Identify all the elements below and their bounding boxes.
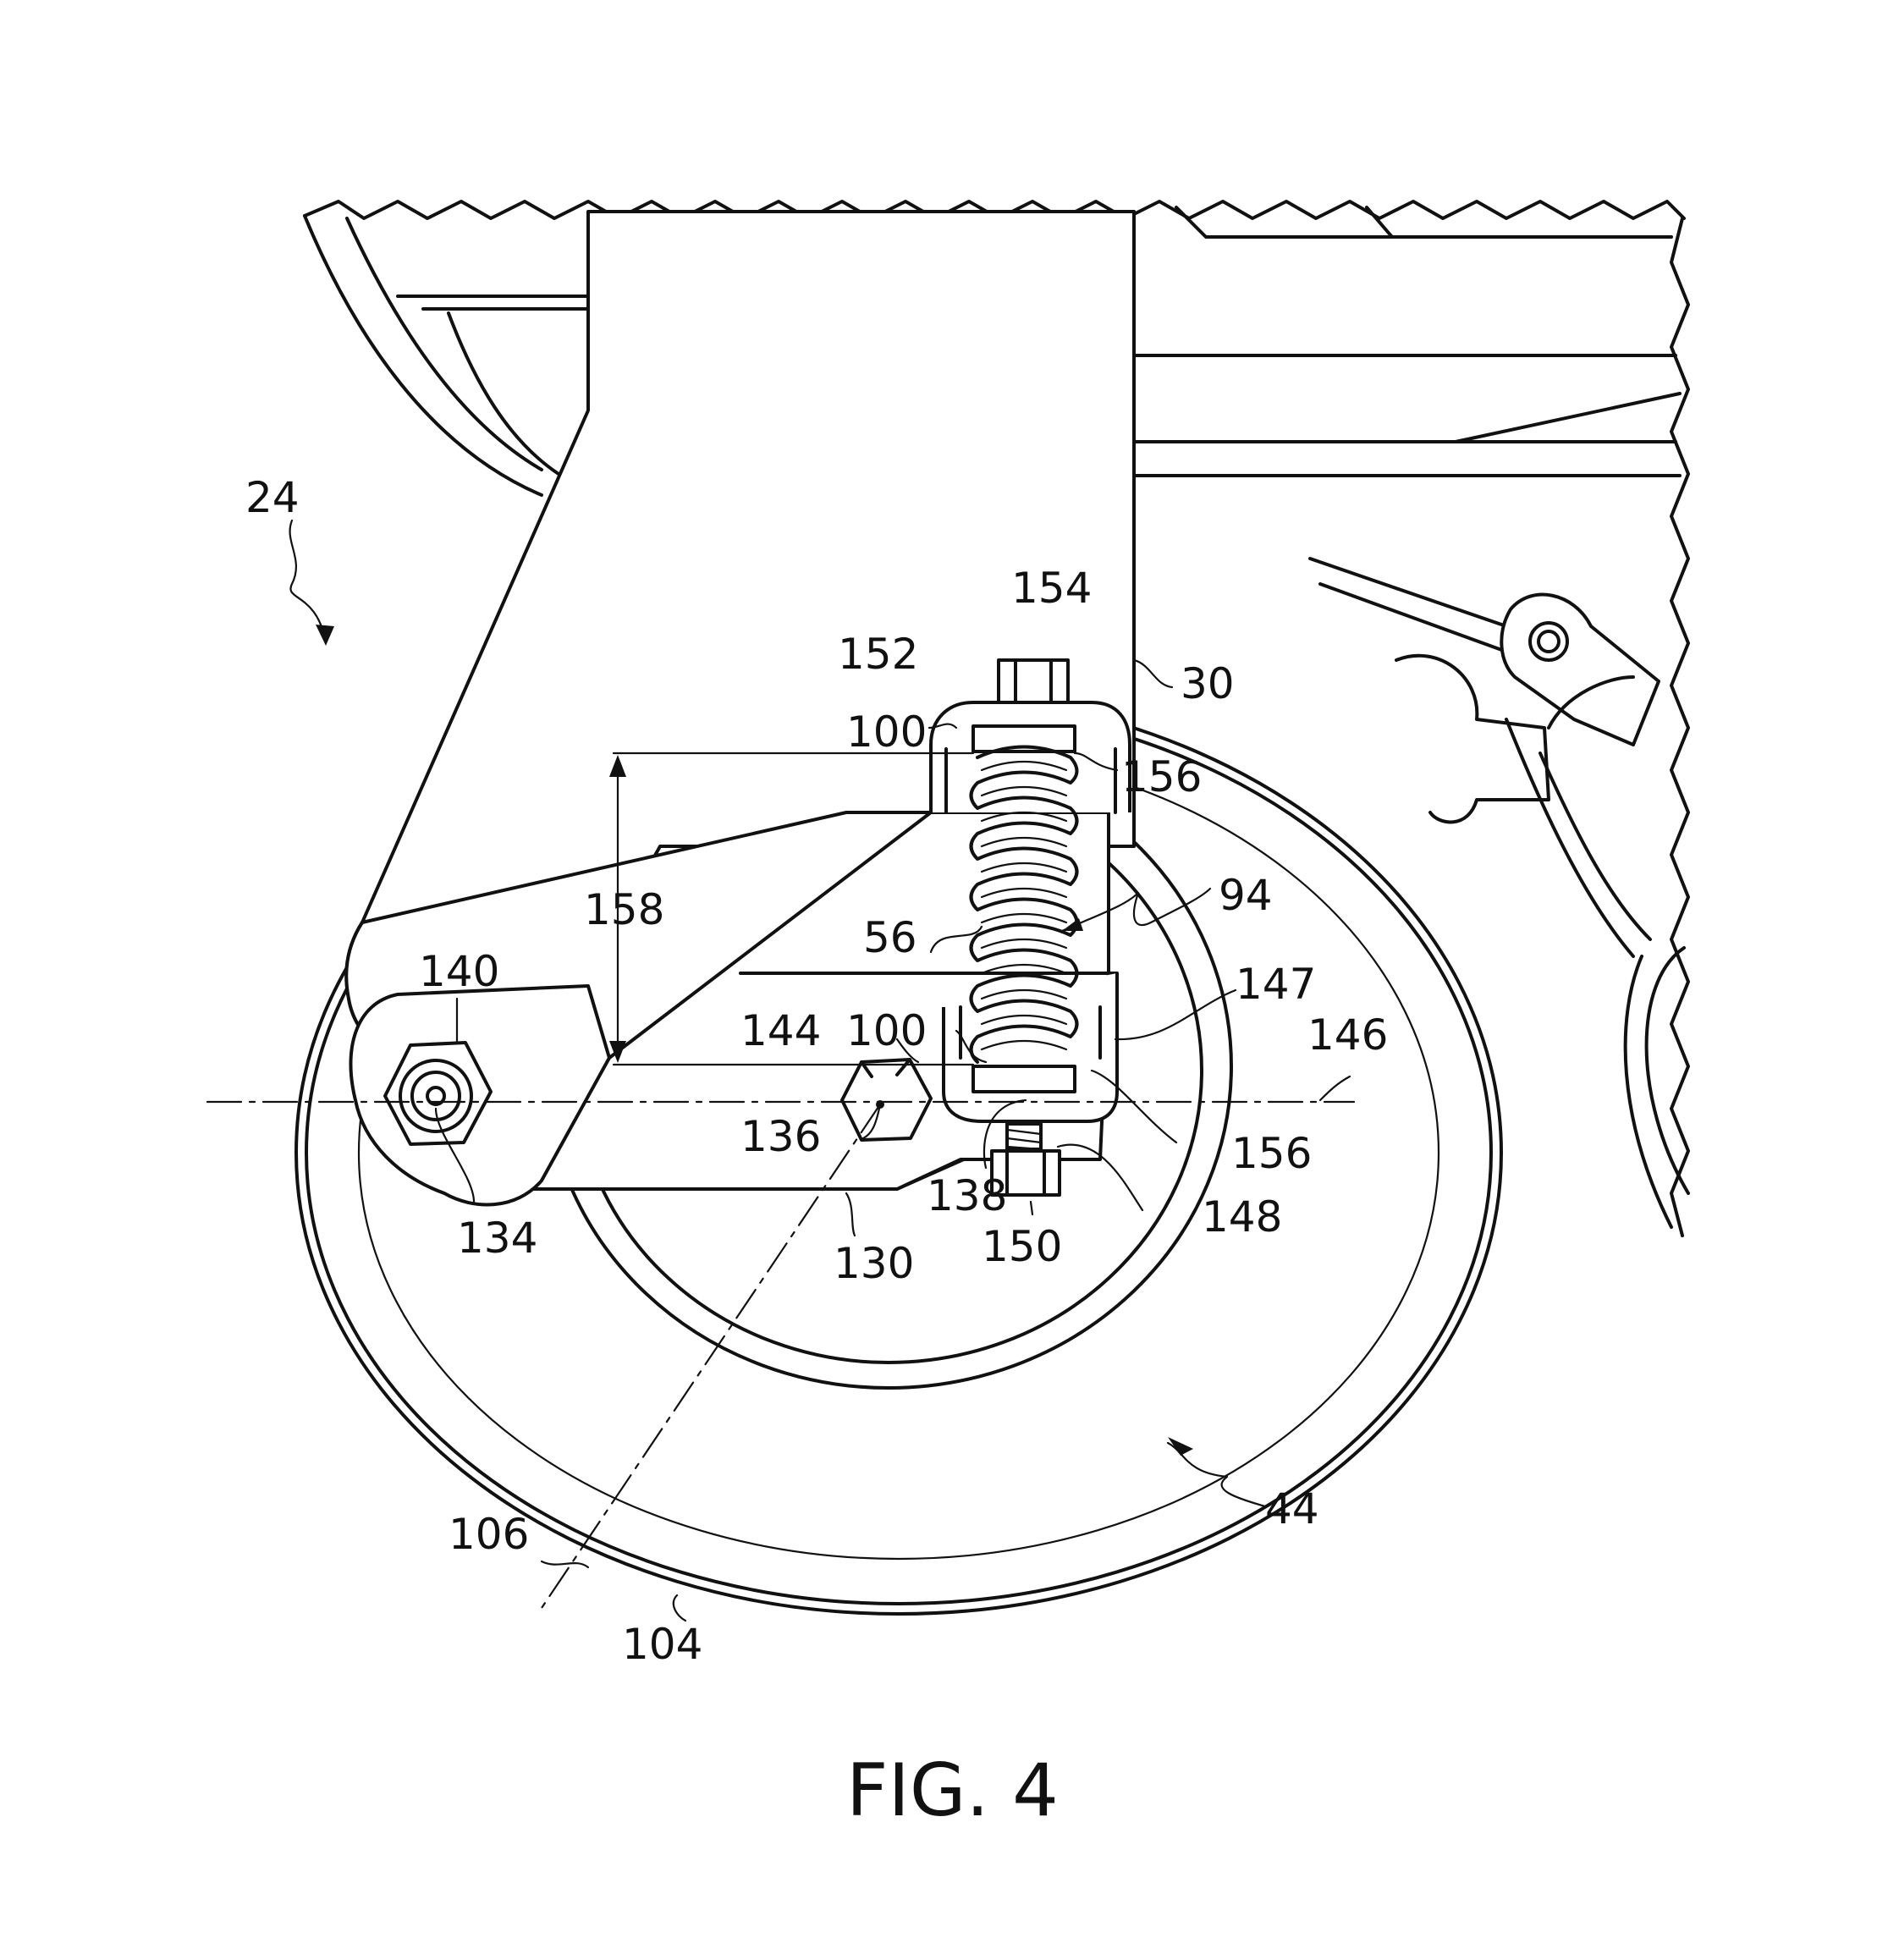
ref-138: 138 [927, 1171, 1007, 1220]
ref-147: 147 [1236, 960, 1316, 1009]
ref-130: 130 [834, 1239, 914, 1288]
hex-bolt-144 [840, 1058, 933, 1142]
ref-94: 94 [1219, 871, 1273, 920]
ref-44: 44 [1265, 1484, 1319, 1533]
ref-144: 144 [740, 1006, 821, 1055]
ref-136: 136 [740, 1112, 821, 1161]
ref-104: 104 [622, 1620, 702, 1669]
ref-158: 158 [584, 885, 664, 934]
figure-caption: FIG. 4 [846, 1748, 1059, 1833]
dimension-158 [609, 752, 975, 1066]
ref-100-upper: 100 [846, 707, 927, 757]
ref-156-upper: 156 [1121, 752, 1202, 801]
ref-30: 30 [1181, 659, 1235, 708]
nut-150 [990, 1122, 1061, 1197]
ref-56: 56 [863, 913, 917, 962]
ref-154: 154 [1011, 564, 1092, 613]
ref-152: 152 [838, 630, 918, 679]
ref-146: 146 [1307, 1010, 1388, 1060]
upper-bracket [929, 701, 1131, 814]
reference-numerals: 24 154 152 30 100 156 158 94 56 140 147 … [245, 473, 1388, 1669]
ref-100-lower: 100 [846, 1006, 927, 1055]
ref-150: 150 [982, 1222, 1062, 1271]
ref-148: 148 [1202, 1192, 1282, 1242]
centerlines [206, 1100, 1356, 1610]
coil-spring [969, 724, 1079, 1093]
ref-140: 140 [419, 947, 499, 996]
hex-nut-140 [383, 1041, 493, 1146]
ref-156-lower: 156 [1231, 1129, 1312, 1178]
ref-106: 106 [449, 1510, 529, 1559]
bolt-154 [997, 658, 1070, 704]
ref-24: 24 [245, 473, 300, 522]
leader-lines [289, 519, 1351, 1622]
frame-structure [303, 200, 1690, 1237]
ref-134: 134 [457, 1214, 537, 1263]
